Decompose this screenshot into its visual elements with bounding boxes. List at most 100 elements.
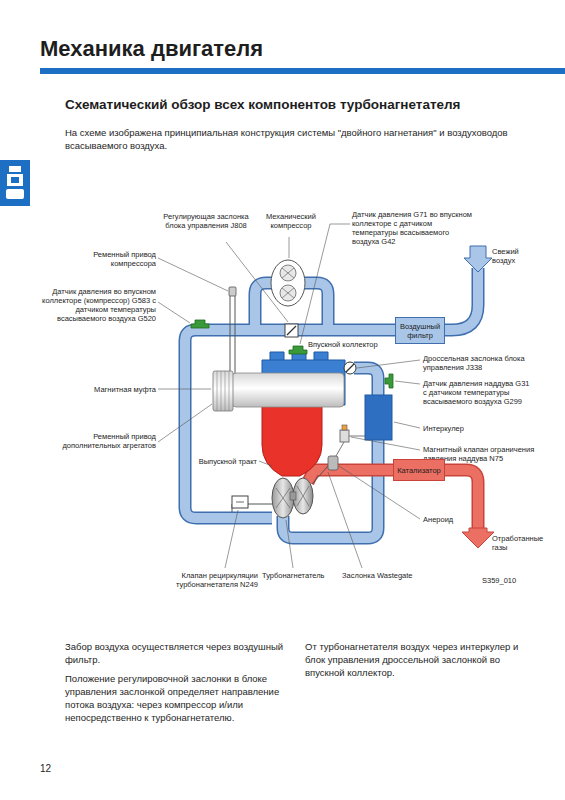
- air-filter-box: Воздушный фильтр: [395, 317, 445, 344]
- engine-block: [232, 373, 344, 407]
- leader-line: [286, 520, 293, 568]
- section-tab: [9, 166, 21, 172]
- diagram-title: Схематический обзор всех компонентов тур…: [65, 97, 535, 113]
- part-label: Дроссельная заслонка блока управления J3…: [423, 354, 533, 372]
- wastegate-actuator: [342, 425, 347, 430]
- leader-line: [351, 437, 420, 450]
- leader-line: [259, 461, 272, 466]
- leader-line: [395, 381, 420, 384]
- pipe-fill: [255, 283, 274, 330]
- pulley-stack: [213, 371, 233, 411]
- control-flap: [285, 324, 298, 337]
- page-number: 12: [40, 762, 80, 776]
- wastegate-actuator: [312, 466, 328, 484]
- part-label: Интеркулер: [423, 424, 503, 433]
- wastegate-actuator: [349, 436, 365, 437]
- turbocharger: [290, 492, 296, 500]
- turbocharger: [272, 478, 313, 518]
- leader-line: [226, 242, 288, 322]
- section-tab: [11, 177, 19, 183]
- section-tab: [6, 189, 24, 199]
- figure-code: S359_010: [482, 576, 552, 585]
- part-label: Свежий воздух: [492, 247, 542, 265]
- part-label: Ременный привод компрессора: [48, 250, 156, 268]
- leader-line: [289, 237, 290, 258]
- air-arrow: [464, 246, 492, 272]
- wastegate-actuator: [336, 442, 344, 456]
- pressure-sensor: [191, 320, 393, 388]
- box-text: Воздушный фильтр: [399, 322, 441, 340]
- intercooler: [365, 395, 392, 440]
- mechanical-compressor: [282, 268, 294, 298]
- part-label: Отработанные газы: [492, 534, 552, 552]
- mechanical-compressor: [271, 260, 305, 306]
- leader-line: [328, 472, 362, 568]
- leader-line: [158, 302, 190, 323]
- leader-line: [158, 224, 420, 568]
- control-flap: [285, 324, 298, 337]
- intro-text: На схеме изображена принципиальная конст…: [65, 126, 525, 152]
- part-label: Датчик давления наддува G31 с датчиком т…: [423, 379, 535, 406]
- pressure-sensor: [289, 346, 307, 354]
- recirculation-valve: [232, 496, 248, 508]
- pulley-stack: [225, 371, 226, 411]
- turbocharger: [276, 486, 309, 508]
- leader-line: [394, 422, 420, 428]
- body-text: От турбонагнетателя воздух через интерку…: [305, 640, 527, 679]
- throttle-valve: [344, 362, 356, 374]
- recirculation-valve: [236, 502, 244, 503]
- intake-pipe: [185, 330, 395, 518]
- leader-line: [158, 389, 211, 390]
- pipe-fill: [445, 268, 478, 330]
- pressure-sensor: [385, 374, 393, 388]
- belt-drive: [229, 287, 236, 378]
- mechanical-compressor: [271, 260, 305, 306]
- pulley-stack: [213, 371, 233, 411]
- throttle-valve: [346, 364, 354, 372]
- section-tab: [0, 160, 30, 206]
- part-label: Ременный привод дополнительных агрегатов: [60, 432, 156, 450]
- control-flap: [287, 326, 296, 335]
- recirculation-valve: [248, 504, 272, 505]
- recirculation-valve: [232, 496, 272, 512]
- part-label: Механический компрессор: [266, 212, 316, 230]
- exhaust-manifold: [262, 398, 322, 476]
- belt-drive: [230, 296, 231, 378]
- wastegate-actuator: [312, 425, 365, 484]
- pipe-fill: [302, 283, 328, 330]
- intake-pipe: [445, 268, 478, 330]
- part-label: Выпускной тракт: [170, 457, 257, 466]
- belt-drive: [229, 287, 236, 296]
- catalyst-box: Катализатор: [393, 459, 445, 481]
- page-header: Механика двигателя: [40, 34, 520, 64]
- pressure-sensor: [191, 320, 209, 328]
- part-label: Датчик давления G71 во впускном коллекто…: [352, 210, 474, 247]
- header-bar: [40, 68, 565, 74]
- pipe-fill: [308, 470, 393, 482]
- pipe-fill: [185, 330, 395, 518]
- belt-drive: [235, 296, 236, 378]
- body-text: Положение регулировочной заслонки в блок…: [65, 672, 287, 724]
- leader-line: [158, 404, 212, 442]
- wastegate-actuator: [328, 456, 338, 470]
- part-label: Магнитная муфта: [48, 385, 156, 394]
- part-label: Клапан рециркуляции турбонагнетателя N24…: [158, 571, 258, 589]
- intake-pipe: [354, 368, 378, 395]
- part-label: Впускной коллектор: [308, 340, 388, 349]
- leader-line: [357, 360, 420, 368]
- part-label: Датчик давления во впускном коллекторе (…: [40, 287, 156, 324]
- pulley-stack: [217, 371, 218, 411]
- part-label: Регулирующая заслонка блока управления J…: [155, 212, 257, 230]
- throttle-valve: [344, 362, 356, 374]
- section-tab: [0, 160, 30, 206]
- pulley-stack: [229, 371, 230, 411]
- part-label: Анероид: [423, 515, 503, 524]
- part-label: Турбонагнетатель: [262, 571, 338, 580]
- box-text: Катализатор: [397, 466, 441, 475]
- intake-pipe: [255, 283, 274, 330]
- pipe-fill: [354, 368, 378, 395]
- section-tab: [7, 174, 23, 186]
- leader-line: [158, 258, 228, 291]
- part-label: Заслонка Wastegate: [342, 571, 442, 580]
